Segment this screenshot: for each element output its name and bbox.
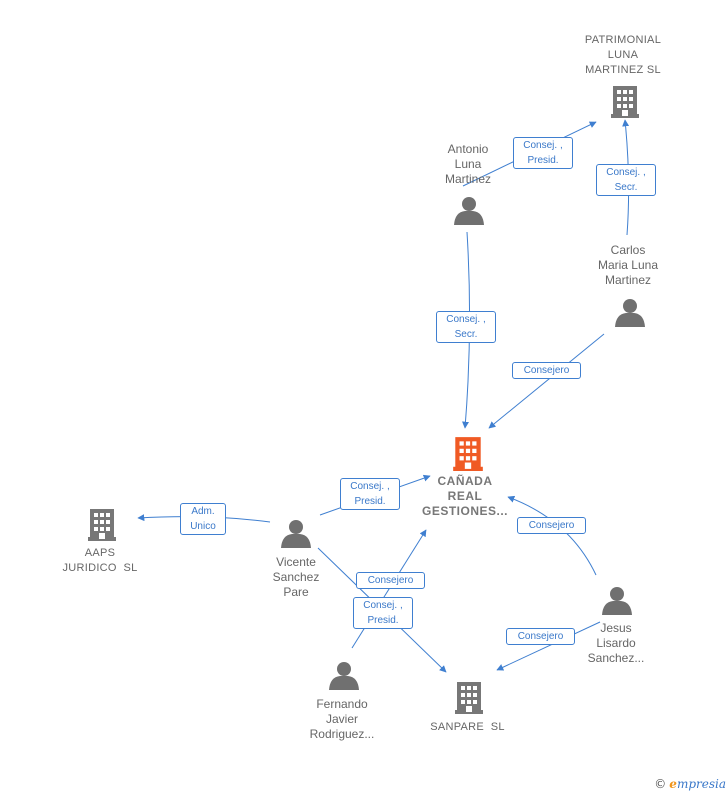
node-jesus[interactable]: Jesus Lisardo Sanchez... — [587, 621, 645, 665]
edge-label-carlos-patrimonial[interactable]: Consej. , Secr. — [596, 164, 656, 196]
building-icon[interactable] — [455, 680, 483, 714]
edge-label-vicente-sanpare[interactable]: Consejero — [356, 572, 425, 589]
node-aaps[interactable]: AAPS JURIDICO SL — [62, 547, 138, 574]
edge-fernando-canada — [351, 529, 427, 649]
person-icon[interactable] — [329, 662, 359, 690]
edge-label-vicente-canada[interactable]: Consej. , Presid. — [340, 478, 400, 510]
person-icon[interactable] — [602, 587, 632, 615]
person-icon[interactable] — [281, 520, 311, 548]
edge-carlos-canada — [488, 333, 605, 429]
edge-label-antonio-canada[interactable]: Consej. , Secr. — [436, 311, 496, 343]
edge-label-carlos-canada[interactable]: Consejero — [512, 362, 581, 379]
empresia-logo: ©empresia — [654, 777, 726, 791]
node-antonio[interactable]: Antonio Luna Martinez — [444, 142, 491, 186]
node-vicente[interactable]: Vicente Sanchez Pare — [272, 555, 320, 599]
edge-label-antonio-patrimonial[interactable]: Consej. , Presid. — [513, 137, 573, 169]
node-canada[interactable]: CAÑADA REAL GESTIONES... — [421, 474, 508, 518]
copyright-icon: © — [654, 777, 667, 791]
edge-jesus-canada — [507, 495, 597, 576]
node-fernando[interactable]: Fernando Javier Rodriguez... — [309, 697, 375, 741]
edge-jesus-sanpare — [496, 621, 601, 671]
edge-label-fernando-canada[interactable]: Consej. , Presid. — [353, 597, 413, 629]
edge-label-jesus-canada[interactable]: Consejero — [517, 517, 586, 534]
building-icon[interactable] — [88, 507, 116, 541]
edge-label-jesus-sanpare[interactable]: Consejero — [506, 628, 575, 645]
edge-label-vicente-aaps[interactable]: Adm. Unico — [180, 503, 226, 535]
person-icon[interactable] — [454, 197, 484, 225]
node-patrimonial[interactable]: PATRIMONIAL LUNA MARTINEZ SL — [584, 34, 662, 76]
building-icon[interactable] — [611, 84, 639, 118]
node-sanpare[interactable]: SANPARE SL — [430, 721, 505, 733]
person-icon[interactable] — [615, 299, 645, 327]
node-carlos[interactable]: Carlos Maria Luna Martinez — [597, 243, 659, 287]
building-icon[interactable] — [453, 435, 483, 471]
